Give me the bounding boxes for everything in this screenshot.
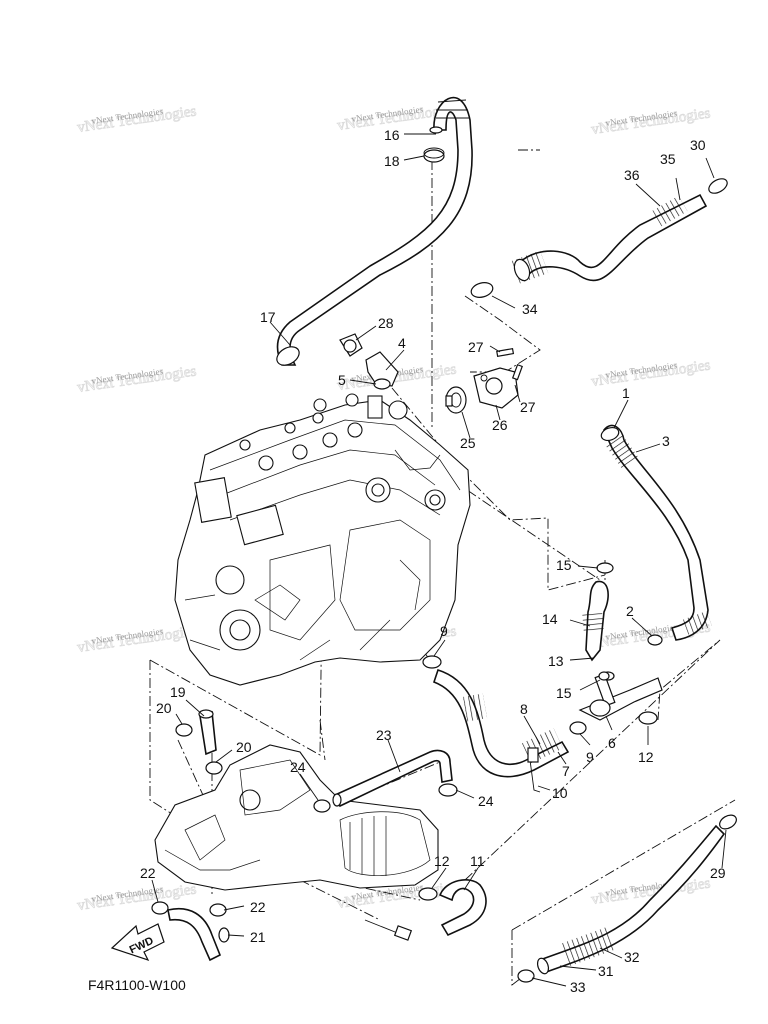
hose-clamp-20-left[interactable] — [175, 723, 193, 737]
callout-25: 25 — [460, 435, 476, 451]
callout-16: 16 — [384, 127, 400, 143]
hose-32[interactable] — [536, 824, 726, 975]
hose-clamp-12-right[interactable] — [638, 711, 658, 725]
hose-7[interactable] — [432, 669, 570, 778]
callout-12-right: 12 — [638, 749, 654, 765]
callout-33: 33 — [570, 979, 586, 995]
callout-15-lower: 15 — [556, 685, 572, 701]
hose-14[interactable] — [582, 580, 609, 662]
callout-4: 4 — [398, 335, 406, 351]
hose-clamp-15-upper[interactable] — [596, 562, 614, 574]
hose-11[interactable] — [438, 879, 487, 937]
fitting-4[interactable] — [365, 351, 399, 387]
callout-6: 6 — [608, 735, 616, 751]
hose-clamp-34[interactable] — [470, 280, 495, 299]
diagram-code: F4R1100-W100 — [88, 977, 186, 993]
callout-30: 30 — [690, 137, 706, 153]
callout-9-lower: 9 — [586, 749, 594, 765]
callout-7: 7 — [562, 763, 570, 779]
hose-35[interactable] — [511, 193, 708, 284]
callout-20-right: 20 — [236, 739, 252, 755]
callout-numbers: 1 2 3 4 5 6 7 8 9 9 10 11 12 12 13 14 15… — [140, 127, 726, 995]
callout-8: 8 — [520, 701, 528, 717]
hose-clamp-30[interactable] — [706, 176, 729, 196]
callout-26: 26 — [492, 417, 508, 433]
callout-23: 23 — [376, 727, 392, 743]
hose-clamp-12-lower[interactable] — [418, 887, 438, 901]
bolt-27[interactable] — [496, 347, 523, 381]
forward-arrow-icon: FWD — [110, 923, 165, 962]
hose-clamp-24-left[interactable] — [313, 799, 331, 813]
callout-29: 29 — [710, 865, 726, 881]
hose-clamp-15-lower[interactable] — [598, 671, 610, 681]
callout-19: 19 — [170, 684, 186, 700]
callout-31: 31 — [598, 963, 614, 979]
callout-35: 35 — [660, 151, 676, 167]
thermostat-25[interactable] — [445, 386, 467, 414]
callout-3: 3 — [662, 433, 670, 449]
callout-24-left: 24 — [290, 759, 306, 775]
hose-clamp-22-left[interactable] — [151, 901, 169, 915]
water-box-assembly — [154, 744, 439, 891]
callout-34: 34 — [522, 301, 538, 317]
engine-block — [174, 393, 471, 686]
gasket-5[interactable] — [373, 378, 391, 390]
hose-clamp-20-right[interactable] — [205, 761, 223, 775]
hose-clamp-33[interactable] — [517, 969, 535, 983]
hose-clamp-2[interactable] — [647, 634, 663, 646]
leader-lines — [151, 133, 727, 987]
callout-14: 14 — [542, 611, 558, 627]
callout-18: 18 — [384, 153, 400, 169]
hose-17[interactable] — [274, 96, 473, 369]
callout-13: 13 — [548, 653, 564, 669]
callout-15-upper: 15 — [556, 557, 572, 573]
callout-20-left: 20 — [156, 700, 172, 716]
callout-32: 32 — [624, 949, 640, 965]
callout-36: 36 — [624, 167, 640, 183]
callout-27-upper: 27 — [468, 339, 484, 355]
hose-clamp-24-right[interactable] — [438, 783, 458, 797]
hose-clamp-9-upper[interactable] — [422, 655, 442, 669]
callout-9-upper: 9 — [440, 623, 448, 639]
hose-clamp-29[interactable] — [717, 812, 739, 831]
callout-22-left: 22 — [140, 865, 156, 881]
callout-1: 1 — [622, 385, 630, 401]
cable-tie-10[interactable] — [527, 747, 541, 793]
callout-2: 2 — [626, 603, 634, 619]
callout-27-lower: 27 — [520, 399, 536, 415]
callout-24-right: 24 — [478, 793, 494, 809]
callout-17: 17 — [260, 309, 276, 325]
callout-11: 11 — [470, 853, 485, 869]
thermostat-cover-26[interactable] — [473, 367, 519, 409]
callout-22-right: 22 — [250, 899, 266, 915]
callout-21: 21 — [250, 929, 266, 945]
bolt-long[interactable] — [364, 919, 413, 941]
hose-clamp-9-lower[interactable] — [569, 721, 587, 735]
sensor-28[interactable] — [339, 333, 363, 357]
hose-19[interactable] — [198, 709, 217, 756]
hose-3[interactable] — [599, 424, 712, 641]
callout-28: 28 — [378, 315, 394, 331]
hose-clamp-22-right[interactable] — [209, 903, 227, 917]
callout-12-lower: 12 — [434, 853, 450, 869]
hose-23[interactable] — [332, 749, 453, 808]
callout-5: 5 — [338, 372, 346, 388]
hose-clamp-18[interactable] — [423, 147, 445, 163]
callout-10: 10 — [552, 785, 568, 801]
